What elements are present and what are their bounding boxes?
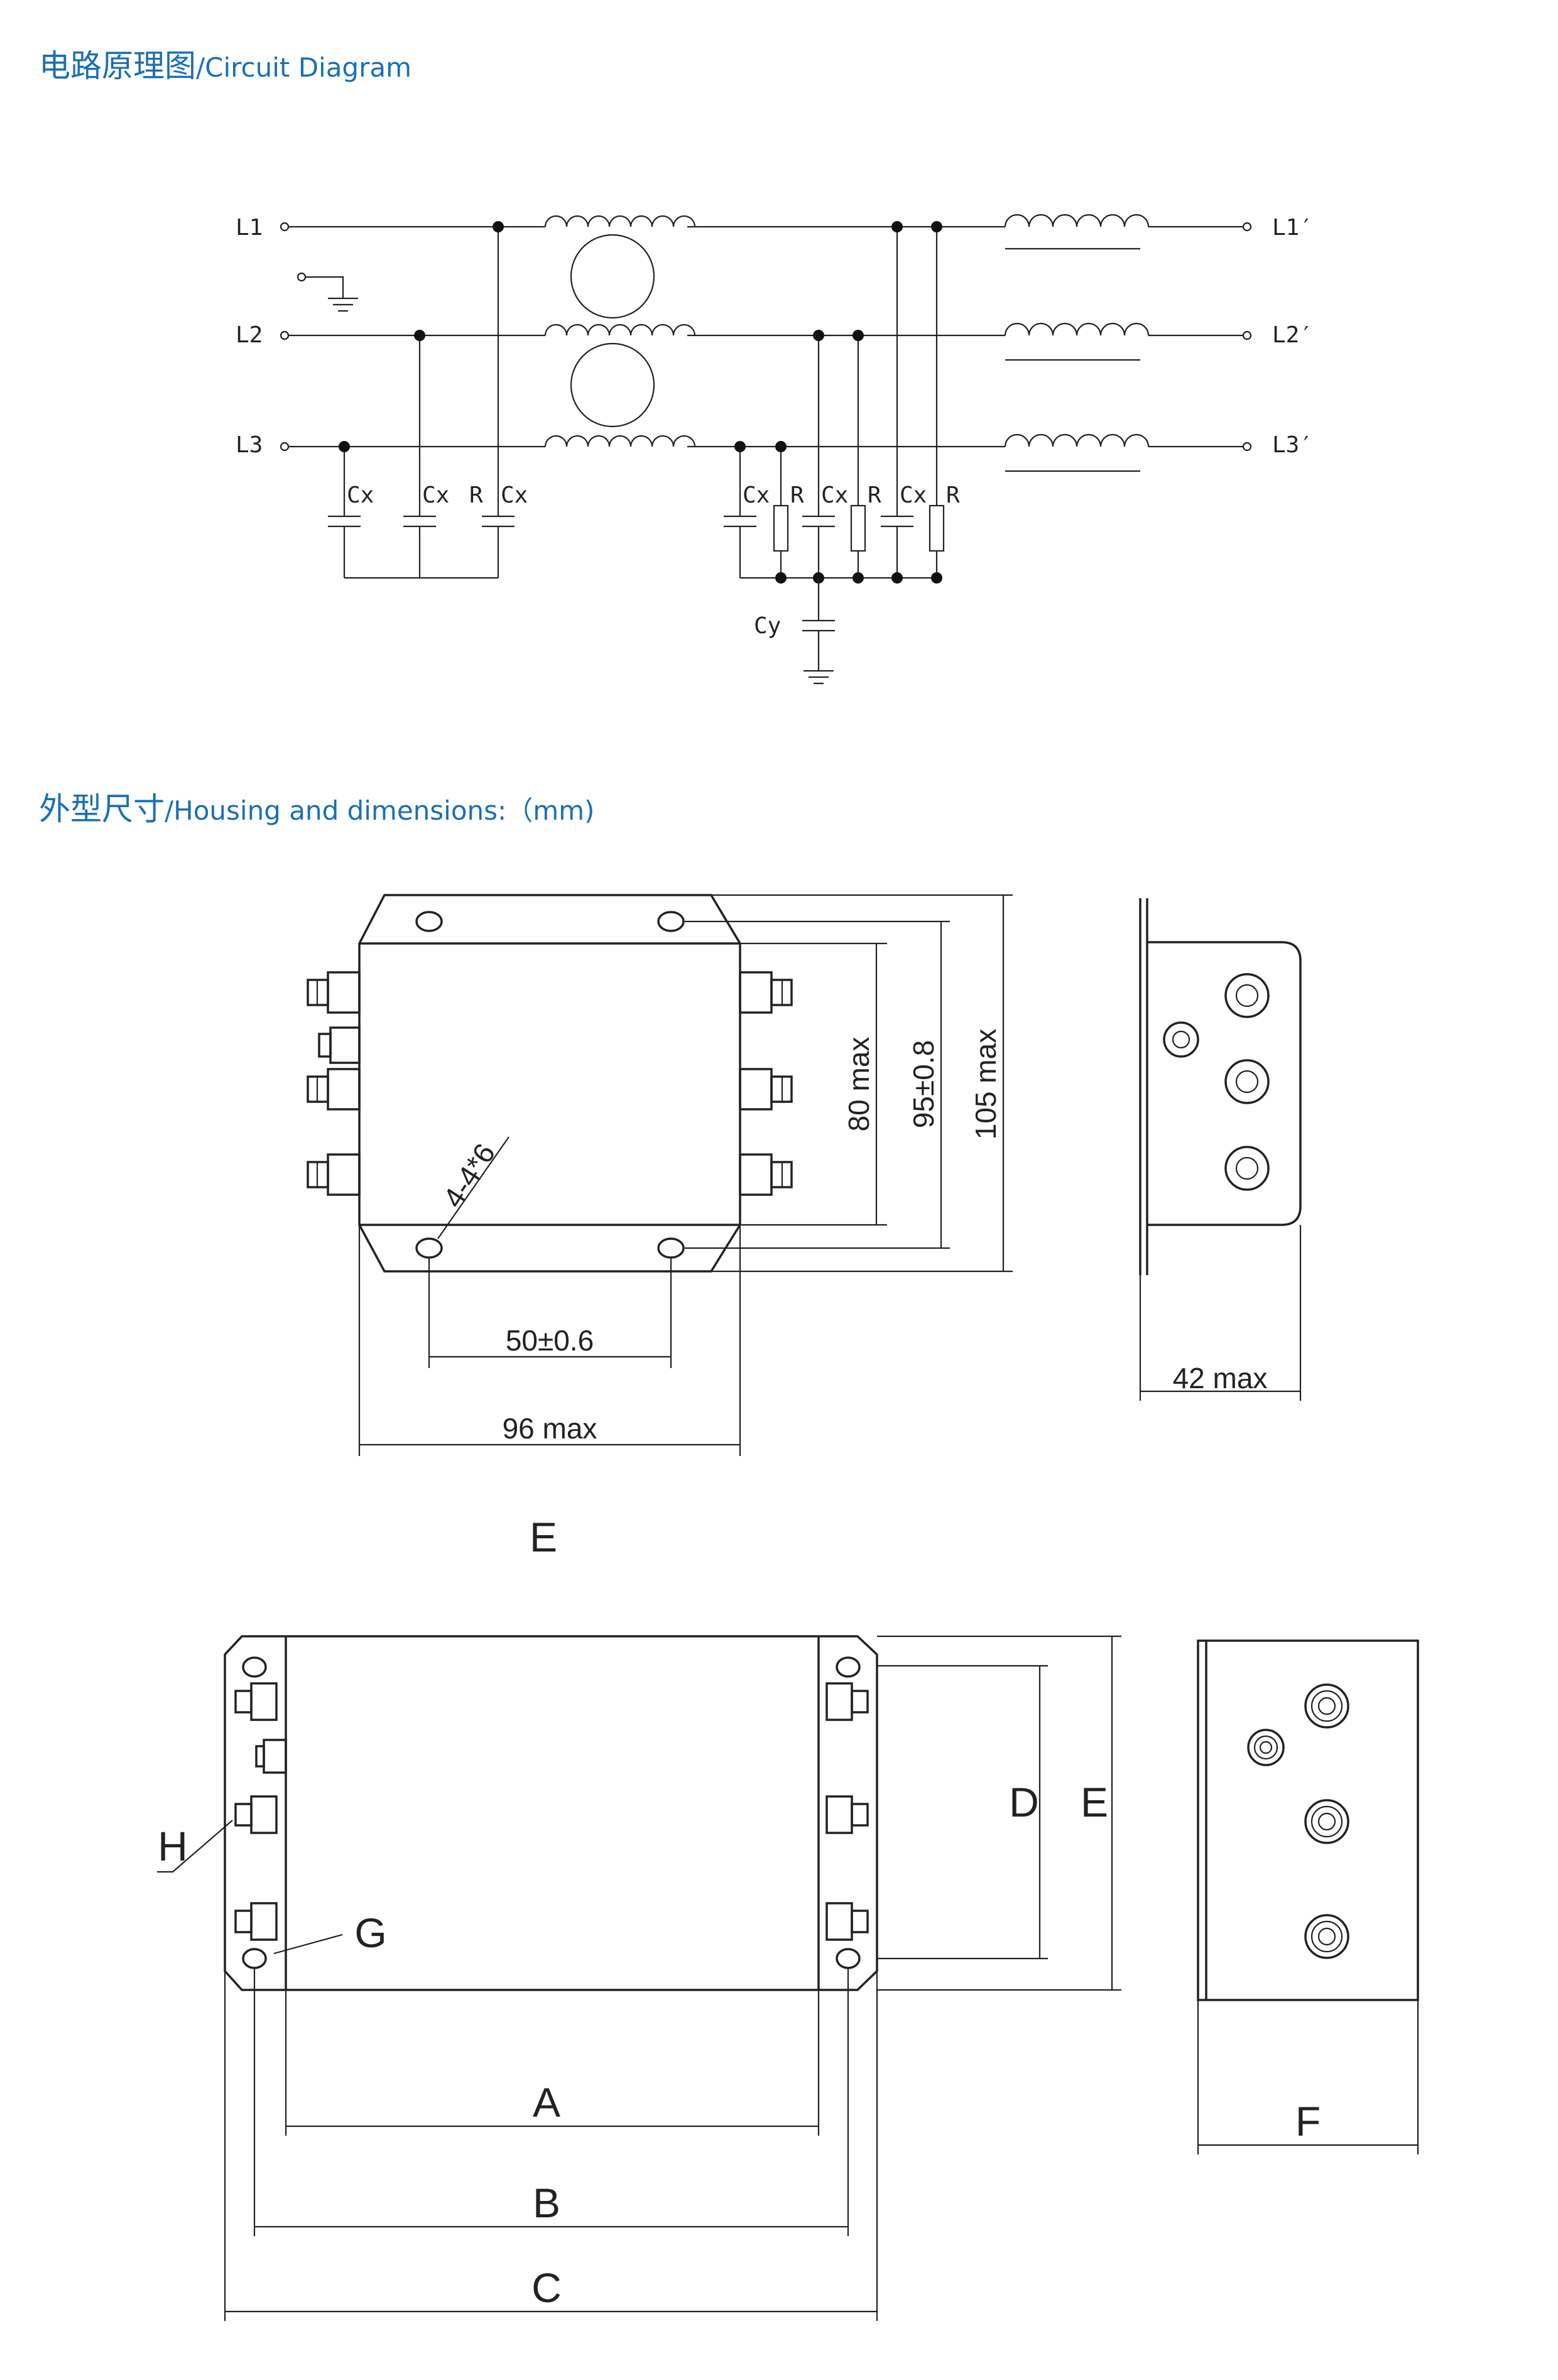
dim-80-max: 80 max xyxy=(842,1037,875,1132)
housing-heading-en: /Housing and dimensions:（mm) xyxy=(165,795,594,826)
resistor-label-4: R xyxy=(946,482,960,508)
dim-label-D: D xyxy=(1009,1779,1039,1825)
left-terminal-2 xyxy=(307,1068,361,1111)
cap-label-3: Cx xyxy=(501,482,528,508)
right-terminal-2 xyxy=(739,1068,793,1111)
housing-heading-cn: 外型尺寸 xyxy=(39,791,165,827)
side-ground-terminal xyxy=(1163,1021,1199,1058)
side-terminal-2 xyxy=(1224,1059,1270,1104)
generic-left-terminal-ground xyxy=(255,1739,287,1774)
label-L1-out: L1′ xyxy=(1272,215,1313,241)
generic-side-ground-terminal xyxy=(1247,1729,1285,1766)
mount-hole-top-left xyxy=(415,911,443,932)
differential-chokes xyxy=(1004,214,1150,472)
dim-105-max: 105 max xyxy=(969,1029,1002,1139)
resistor-label-1: R xyxy=(469,482,483,508)
generic-side-terminal-3 xyxy=(1304,1914,1349,1959)
label-L2-out: L2′ xyxy=(1272,322,1313,348)
circuit-heading-en: /Circuit Diagram xyxy=(196,52,411,83)
dim-label-G: G xyxy=(354,1910,386,1956)
left-terminal-ground xyxy=(318,1026,361,1064)
cap-label-4: Cx xyxy=(743,482,770,508)
common-mode-choke xyxy=(544,215,696,447)
terminal-L3-out xyxy=(1242,442,1252,452)
side-terminal-3 xyxy=(1224,1146,1270,1191)
cap-label-5: Cx xyxy=(821,482,848,508)
left-terminal-3 xyxy=(307,1153,361,1196)
right-terminal-3 xyxy=(739,1153,793,1196)
generic-side-terminal-2 xyxy=(1304,1799,1349,1844)
dim-42-max: 42 max xyxy=(1173,1362,1268,1394)
housing-heading: 外型尺寸/Housing and dimensions:（mm) xyxy=(39,791,594,827)
cap-label-1: Cx xyxy=(347,482,374,508)
left-terminal-1 xyxy=(307,971,361,1014)
generic-left-terminal-2 xyxy=(234,1795,278,1834)
mount-hole-bottom-left xyxy=(415,1237,443,1259)
mount-hole-bottom-right xyxy=(657,1237,685,1259)
dim-label-A: A xyxy=(533,2079,560,2126)
section-e-title: E xyxy=(530,1514,557,1560)
dimension-lines xyxy=(358,894,1013,1456)
dim-label-E: E xyxy=(1081,1779,1108,1825)
input-ground-symbol xyxy=(297,272,358,312)
resistor-label-3: R xyxy=(868,482,881,508)
dim-50: 50±0.6 xyxy=(506,1324,594,1357)
output-capacitor-bank: Cx R Cx R Cx R Cy xyxy=(724,221,960,685)
dim-96-max: 96 max xyxy=(503,1412,597,1445)
dim-label-C: C xyxy=(531,2264,562,2311)
generic-front-view: D E A B C G H xyxy=(157,1635,1121,2321)
generic-left-terminal-1 xyxy=(234,1682,278,1721)
generic-right-terminal-2 xyxy=(825,1795,869,1834)
label-L2: L2 xyxy=(236,322,263,348)
dim-hole-spec: 4-4*6 xyxy=(437,1138,502,1214)
generic-side-view: F xyxy=(1197,1639,1419,2154)
terminal-L2-out xyxy=(1242,330,1252,340)
cap-label-6: Cx xyxy=(900,482,927,508)
circuit-heading-cn: 电路原理图 xyxy=(39,48,196,84)
input-capacitor-bank: Cx Cx R Cx xyxy=(328,221,528,579)
dim-95: 95±0.8 xyxy=(907,1040,940,1128)
generic-left-terminal-3 xyxy=(234,1902,278,1941)
terminal-L2 xyxy=(280,330,290,340)
generic-right-terminal-3 xyxy=(825,1902,869,1941)
dim-label-H: H xyxy=(158,1823,188,1869)
generic-right-terminal-1 xyxy=(825,1682,869,1721)
circuit-heading: 电路原理图/Circuit Diagram xyxy=(39,48,411,84)
cap-label-2: Cx xyxy=(422,482,449,508)
housing-front-view: 80 max 95±0.8 105 max 4-4*6 50±0.6 96 ma… xyxy=(307,894,1013,1456)
resistor-label-2: R xyxy=(790,482,804,508)
circuit-diagram: L1 L2 L3 L1′ L2′ L3′ xyxy=(236,214,1313,685)
dim-label-B: B xyxy=(533,2180,560,2226)
terminal-L1 xyxy=(280,222,290,232)
label-L1: L1 xyxy=(236,215,263,241)
generic-side-terminal-1 xyxy=(1304,1683,1349,1729)
label-L3: L3 xyxy=(236,432,263,458)
terminal-L3 xyxy=(280,442,290,452)
dim-label-F: F xyxy=(1295,2098,1321,2144)
side-terminal-1 xyxy=(1224,973,1270,1018)
cap-y-label: Cy xyxy=(754,613,781,639)
mount-hole-top-right xyxy=(657,911,685,932)
housing-side-view: 42 max xyxy=(1139,898,1302,1401)
label-L3-out: L3′ xyxy=(1272,432,1313,458)
right-terminal-1 xyxy=(739,971,793,1014)
terminal-L1-out xyxy=(1242,222,1252,232)
